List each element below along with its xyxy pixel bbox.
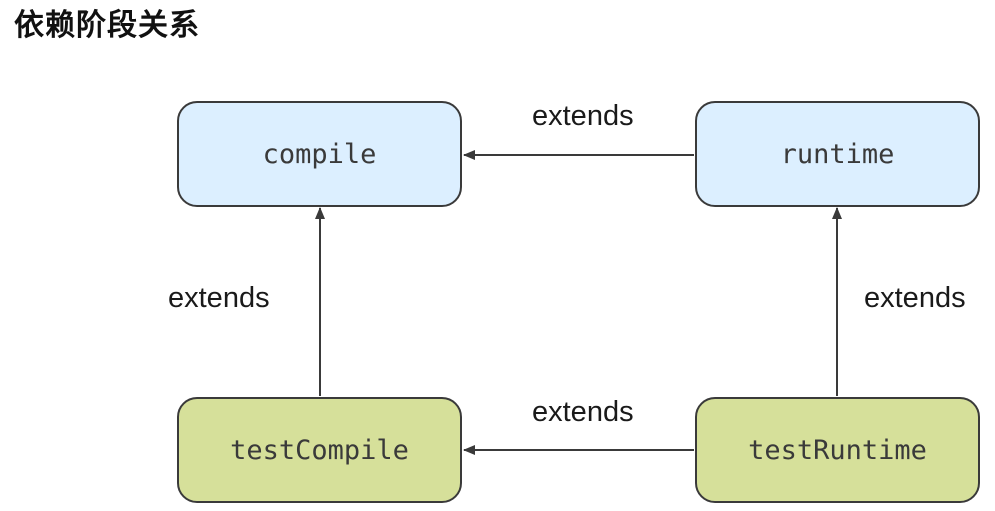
node-runtime: runtime [695,101,980,207]
edge-label-testruntime-to-testcompile: extends [532,396,634,428]
page-title: 依赖阶段关系 [14,8,200,43]
node-runtime-label: runtime [780,138,895,170]
edge-label-testruntime-to-runtime: extends [864,282,966,314]
node-test-runtime: testRuntime [695,397,980,503]
node-test-compile-label: testCompile [230,434,409,466]
node-test-runtime-label: testRuntime [748,434,927,466]
node-compile: compile [177,101,462,207]
node-compile-label: compile [262,138,377,170]
node-test-compile: testCompile [177,397,462,503]
edge-label-runtime-to-compile: extends [532,100,634,132]
edge-label-testcompile-to-compile: extends [168,282,270,314]
